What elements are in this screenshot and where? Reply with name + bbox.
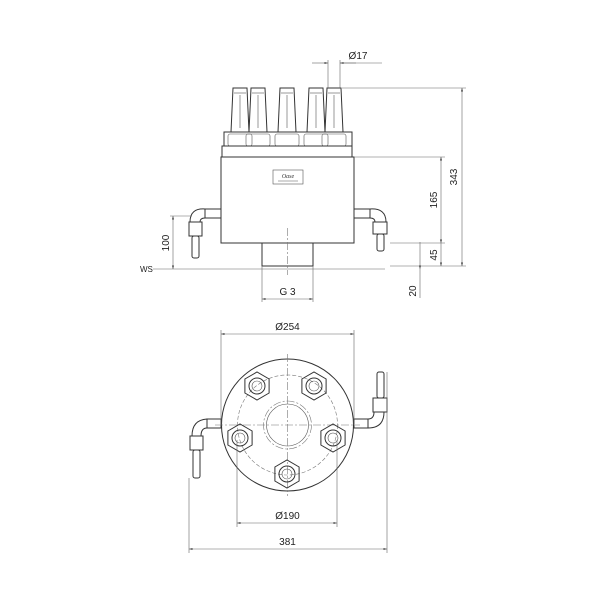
hex-nut [244,371,270,401]
right-outlet-elbow [353,208,388,252]
top-view: Ø254 Ø190 381 [188,322,388,553]
hex-nut [227,423,253,453]
dim-nozzle-diameter: Ø17 [349,51,368,62]
left-outlet-top [189,418,222,479]
side-view: Oase WS Ø17 343 [140,51,466,302]
dim-thread-height: 45 [429,249,440,261]
right-outlet-top [353,371,388,429]
ws-label: WS [140,265,153,274]
dim-total-width: 381 [279,537,296,548]
nozzle-nut [303,133,329,147]
hex-nut [274,459,300,489]
nozzle-nuts [227,371,346,489]
svg-text:Oase: Oase [282,174,295,180]
dim-body-diameter: Ø254 [275,322,300,333]
dim-outlet-height: 100 [161,234,172,251]
hex-nut [320,423,346,453]
dim-depth: 20 [408,285,419,297]
nozzles [227,87,347,147]
nozzle-nut [245,133,271,147]
dim-nozzle-circle: Ø190 [275,511,300,522]
nozzle-nut [274,133,300,147]
left-outlet-elbow [188,208,222,259]
logo: Oase [272,169,304,185]
hex-nut [301,371,327,401]
cap-ring [221,145,353,158]
dim-body-height: 165 [429,191,440,208]
nozzle-nut [321,133,347,147]
dim-thread: G 3 [279,287,296,298]
nozzle-nut [227,133,253,147]
dim-total-height: 343 [449,168,460,185]
